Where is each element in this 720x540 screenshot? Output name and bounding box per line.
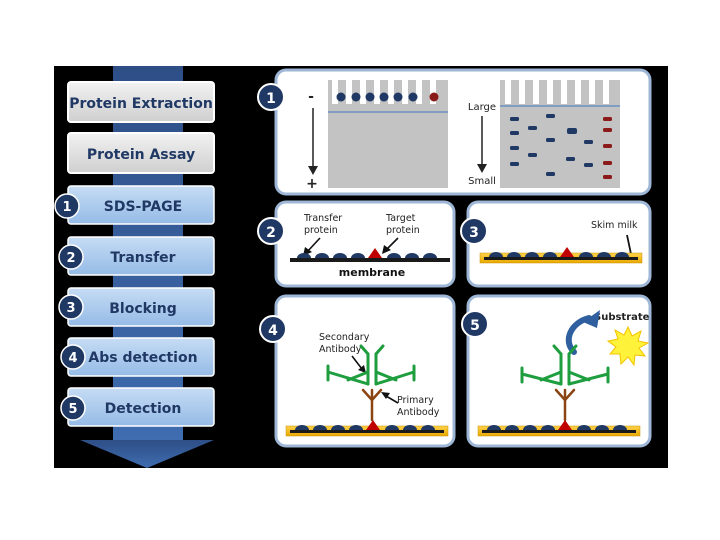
step-detection: Detection 5	[60, 387, 215, 427]
primary-antibody-label-2: Antibody	[397, 407, 440, 418]
plus-sign: +	[306, 176, 318, 192]
membrane-line	[290, 258, 450, 262]
secondary-antibody-label-1: Secondary	[319, 332, 370, 343]
step-4-label: Abs detection	[88, 350, 197, 366]
target-protein-label-2: protein	[386, 225, 420, 236]
minus-sign: -	[308, 89, 314, 105]
protein-assay-label: Protein Assay	[87, 147, 195, 163]
transfer-protein-label-2: protein	[304, 225, 338, 236]
primary-pointer-icon	[381, 392, 399, 404]
substrate-label: Substrate	[594, 312, 650, 323]
secondary-antibody	[326, 344, 416, 386]
step-4-number: 4	[68, 351, 77, 366]
panel-5-badge	[461, 310, 489, 338]
step-abs-detection: Abs detection 4	[60, 337, 215, 377]
transfer-protein-label-1: Transfer	[303, 213, 342, 224]
panel-3-badge	[460, 217, 488, 245]
panel-transfer: 2 Transfer protein Target protein membra…	[257, 200, 456, 288]
step-5-badge	[60, 395, 86, 421]
step-1-number: 1	[62, 200, 71, 215]
step-5-number: 5	[68, 402, 77, 417]
panel-5-number: 5	[470, 318, 480, 334]
primary-antibody-label-1: Primary	[397, 395, 434, 406]
panel-4-badge	[259, 315, 287, 343]
gel-separated	[500, 80, 620, 188]
step-sds-page: SDS-PAGE 1	[54, 185, 215, 225]
primary-antibody	[361, 388, 383, 422]
large-label: Large	[468, 102, 496, 113]
step-5-label: Detection	[105, 401, 182, 417]
step-3-badge	[58, 294, 84, 320]
step-1-label: SDS-PAGE	[104, 199, 182, 215]
panel-1-number: 1	[266, 91, 276, 107]
secondary-antibody-label-2: Antibody	[319, 344, 362, 355]
target-bands	[603, 117, 612, 179]
skim-milk-pointer	[626, 234, 632, 255]
secondary-pointer-icon	[351, 355, 366, 373]
panel-2-badge	[257, 217, 285, 245]
protein-assay-box: Protein Assay	[67, 132, 215, 174]
panel-blocking: 3 Skim milk	[460, 200, 652, 288]
protein-extraction-label: Protein Extraction	[69, 96, 213, 112]
panel-abs-detection: 4 Secondary Antibody Primary Antibody	[259, 294, 456, 448]
migration-arrow-icon	[308, 108, 318, 175]
panel-sds-page: 1 -	[257, 68, 652, 196]
panel-2-number: 2	[266, 225, 276, 241]
step-4-badge	[60, 344, 86, 370]
membrane-proteins	[297, 253, 437, 258]
step-1-badge	[54, 193, 80, 219]
panel-1-badge	[257, 83, 285, 111]
step-2-badge	[58, 244, 84, 270]
protein-bands	[510, 114, 593, 176]
target-protein-marker	[368, 248, 382, 258]
step-transfer: Transfer 2	[58, 236, 215, 276]
target-protein-label-1: Target	[385, 213, 416, 224]
membrane-label: membrane	[339, 266, 405, 279]
light-burst-icon	[606, 325, 650, 367]
step-blocking: Blocking 3	[58, 287, 215, 327]
step-3-label: Blocking	[109, 301, 176, 317]
panel-4-number: 4	[268, 323, 278, 339]
step-2-number: 2	[66, 251, 75, 266]
small-label: Small	[468, 176, 496, 187]
panel-detection: 5 Substrate	[461, 294, 652, 448]
panel-3-number: 3	[469, 225, 479, 241]
gel-loading	[328, 80, 448, 188]
protein-extraction-box: Protein Extraction	[67, 81, 215, 123]
skim-milk-label: Skim milk	[591, 220, 638, 231]
loaded-proteins	[336, 92, 439, 102]
step-2-label: Transfer	[110, 250, 175, 266]
step-3-number: 3	[66, 301, 75, 316]
size-arrow-icon	[477, 116, 487, 173]
